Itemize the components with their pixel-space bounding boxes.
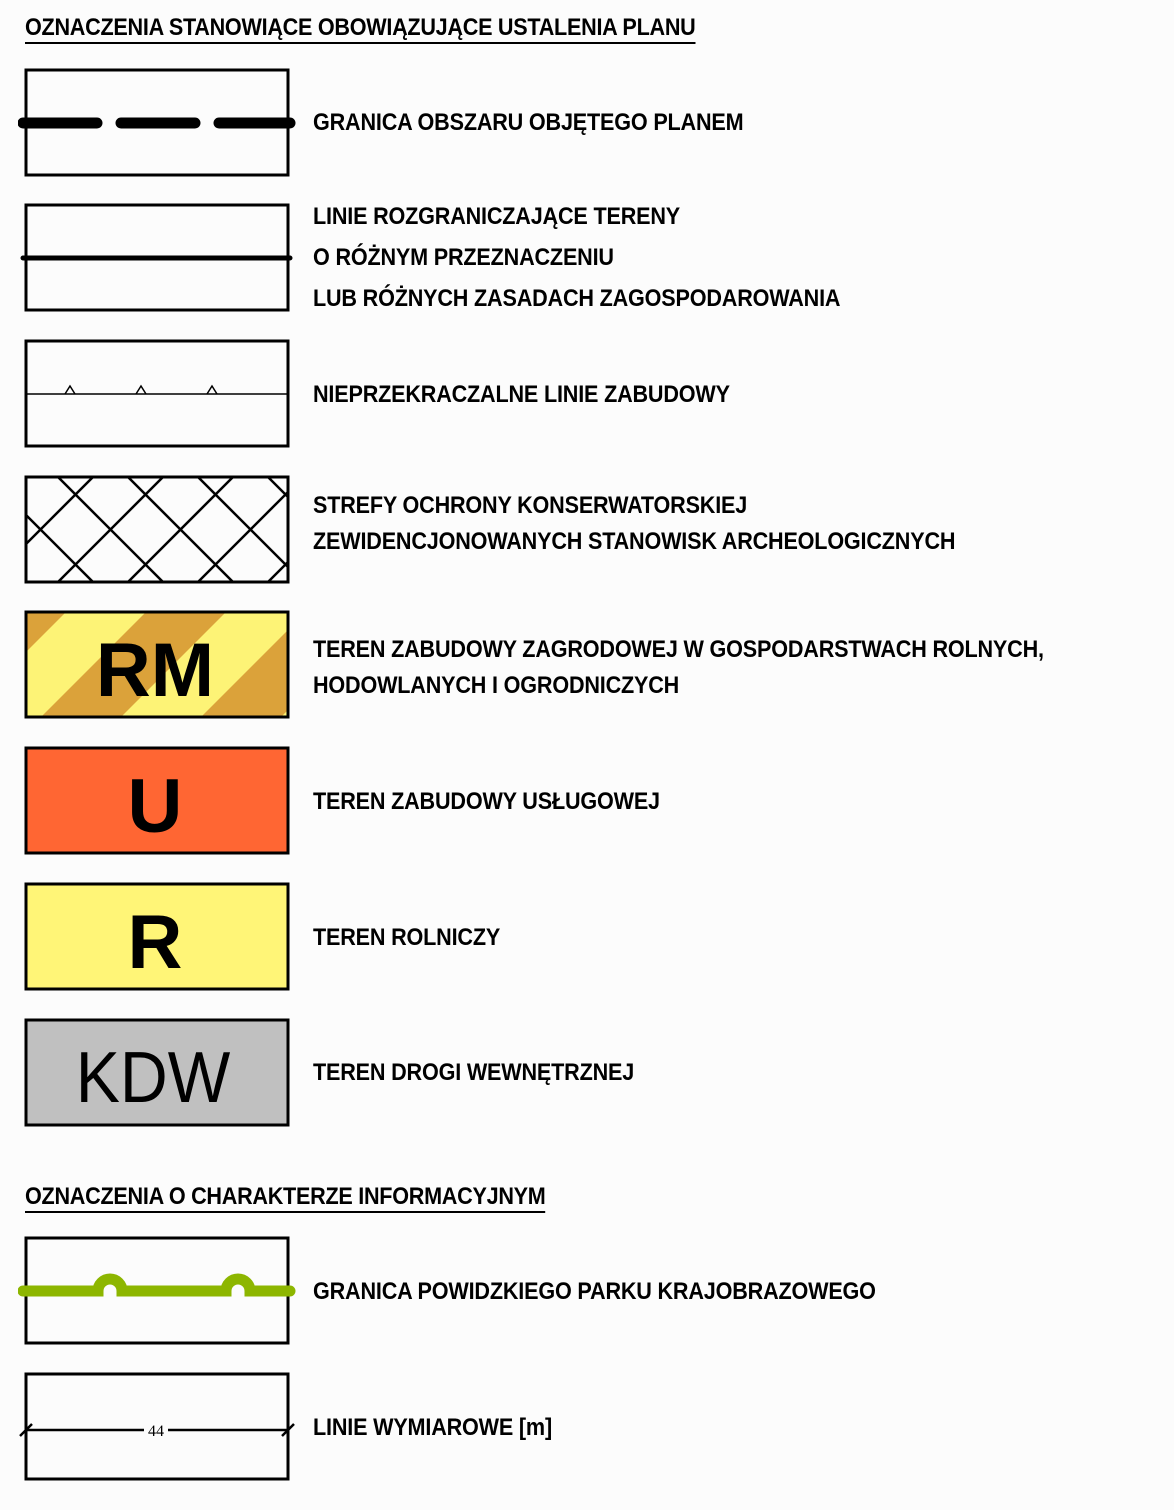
- legend-label-internal-road: TEREN DROGI WEWNĘTRZNEJ: [313, 1059, 635, 1086]
- legend-label-agricultural: TEREN ROLNICZY: [313, 924, 501, 951]
- zone-code-r: R: [128, 900, 183, 985]
- rm-zone-symbol: RM: [24, 610, 290, 719]
- zone-code-rm: RM: [96, 628, 214, 713]
- dimension-line-symbol: 44: [19, 1372, 295, 1481]
- legend-label-plan-boundary: GRANICA OBSZARU OBJĘTEGO PLANEM: [313, 109, 744, 136]
- legend-label-services: TEREN ZABUDOWY USŁUGOWEJ: [313, 788, 660, 815]
- zone-code-u: U: [128, 764, 183, 849]
- legend-label-farm-development: TEREN ZABUDOWY ZAGRODOWEJ W GOSPODARSTWA…: [313, 636, 1044, 699]
- section-title-informational: OZNACZENIA O CHARAKTERZE INFORMACYJNYM: [25, 1183, 546, 1213]
- section-title-binding: OZNACZENIA STANOWIĄCE OBOWIĄZUJĄCE USTAL…: [25, 14, 696, 44]
- legend-label-building-lines: NIEPRZEKRACZALNE LINIE ZABUDOWY: [313, 381, 730, 408]
- r-zone-symbol: R: [24, 882, 290, 991]
- crosshatch-symbol: [24, 475, 290, 584]
- zone-code-kdw: KDW: [76, 1036, 231, 1117]
- dashed-boundary-symbol: [18, 68, 296, 177]
- u-zone-symbol: U: [24, 746, 290, 855]
- kdw-zone-symbol: KDW: [24, 1018, 290, 1127]
- legend-label-dimension-lines: LINIE WYMIAROWE [m]: [313, 1414, 552, 1441]
- park-boundary-symbol: [18, 1236, 296, 1345]
- dimension-value: 44: [148, 1423, 164, 1440]
- legend-label-park-boundary: GRANICA POWIDZKIEGO PARKU KRAJOBRAZOWEGO: [313, 1278, 876, 1305]
- solid-line-symbol: [20, 203, 293, 312]
- building-line-symbol: [24, 339, 290, 448]
